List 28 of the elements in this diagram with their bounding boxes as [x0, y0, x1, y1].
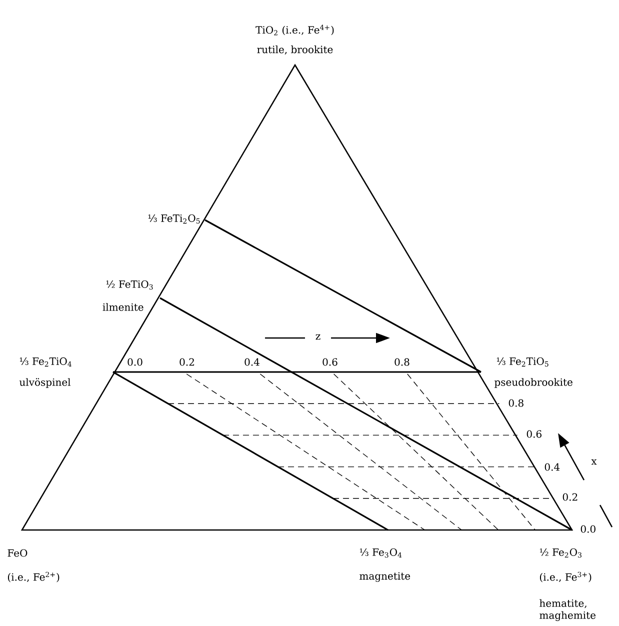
- tick-label: 0.4: [544, 463, 560, 471]
- composition-label: ⅓ Fe$_{2}$TiO$_{5}$: [496, 357, 548, 367]
- mineral-label: magnetite: [360, 572, 410, 582]
- composition-label: ½ FeTiO$_{3}$: [106, 280, 153, 290]
- tick-label: 0.2: [180, 358, 194, 366]
- composition-label: ⅓ FeTi$_{2}$O$_{5}$: [148, 214, 200, 224]
- vertex-label: FeO: [8, 549, 28, 557]
- tick-label: 0.8: [394, 358, 410, 366]
- axis-label: z: [316, 334, 320, 340]
- vertex-label: (i.e., Fe$^{2+}$): [8, 572, 60, 582]
- vertex-label: (i.e., Fe$^{3+}$): [540, 572, 592, 582]
- axis-label: x: [591, 459, 597, 465]
- tick-label: 0.6: [322, 358, 338, 366]
- vertex-label: rutile, brookite: [257, 46, 333, 54]
- vertex-label: ⅓ Fe$_{3}$O$_{4}$: [360, 548, 402, 558]
- tick-label: 0.8: [508, 399, 524, 407]
- vertex-label: TiO$_{2}$ (i.e., Fe$^{4+}$): [256, 24, 334, 36]
- mineral-label: ilmenite: [102, 303, 144, 311]
- mineral-label: ulvöspinel: [19, 378, 70, 388]
- tick-label: 0.6: [526, 430, 542, 438]
- tick-label: 0.0: [580, 525, 596, 533]
- composition-label: ⅓ Fe$_{2}$TiO$_{4}$: [20, 357, 72, 367]
- vertex-label: ½ Fe$_{2}$O$_{3}$: [540, 548, 582, 558]
- mineral-label: pseudobrookite: [494, 378, 572, 388]
- tick-label: 0.0: [128, 358, 142, 366]
- tick-label: 0.2: [562, 493, 578, 501]
- tick-label: 0.4: [244, 358, 260, 366]
- mineral-label: hematite, maghemite: [540, 599, 596, 622]
